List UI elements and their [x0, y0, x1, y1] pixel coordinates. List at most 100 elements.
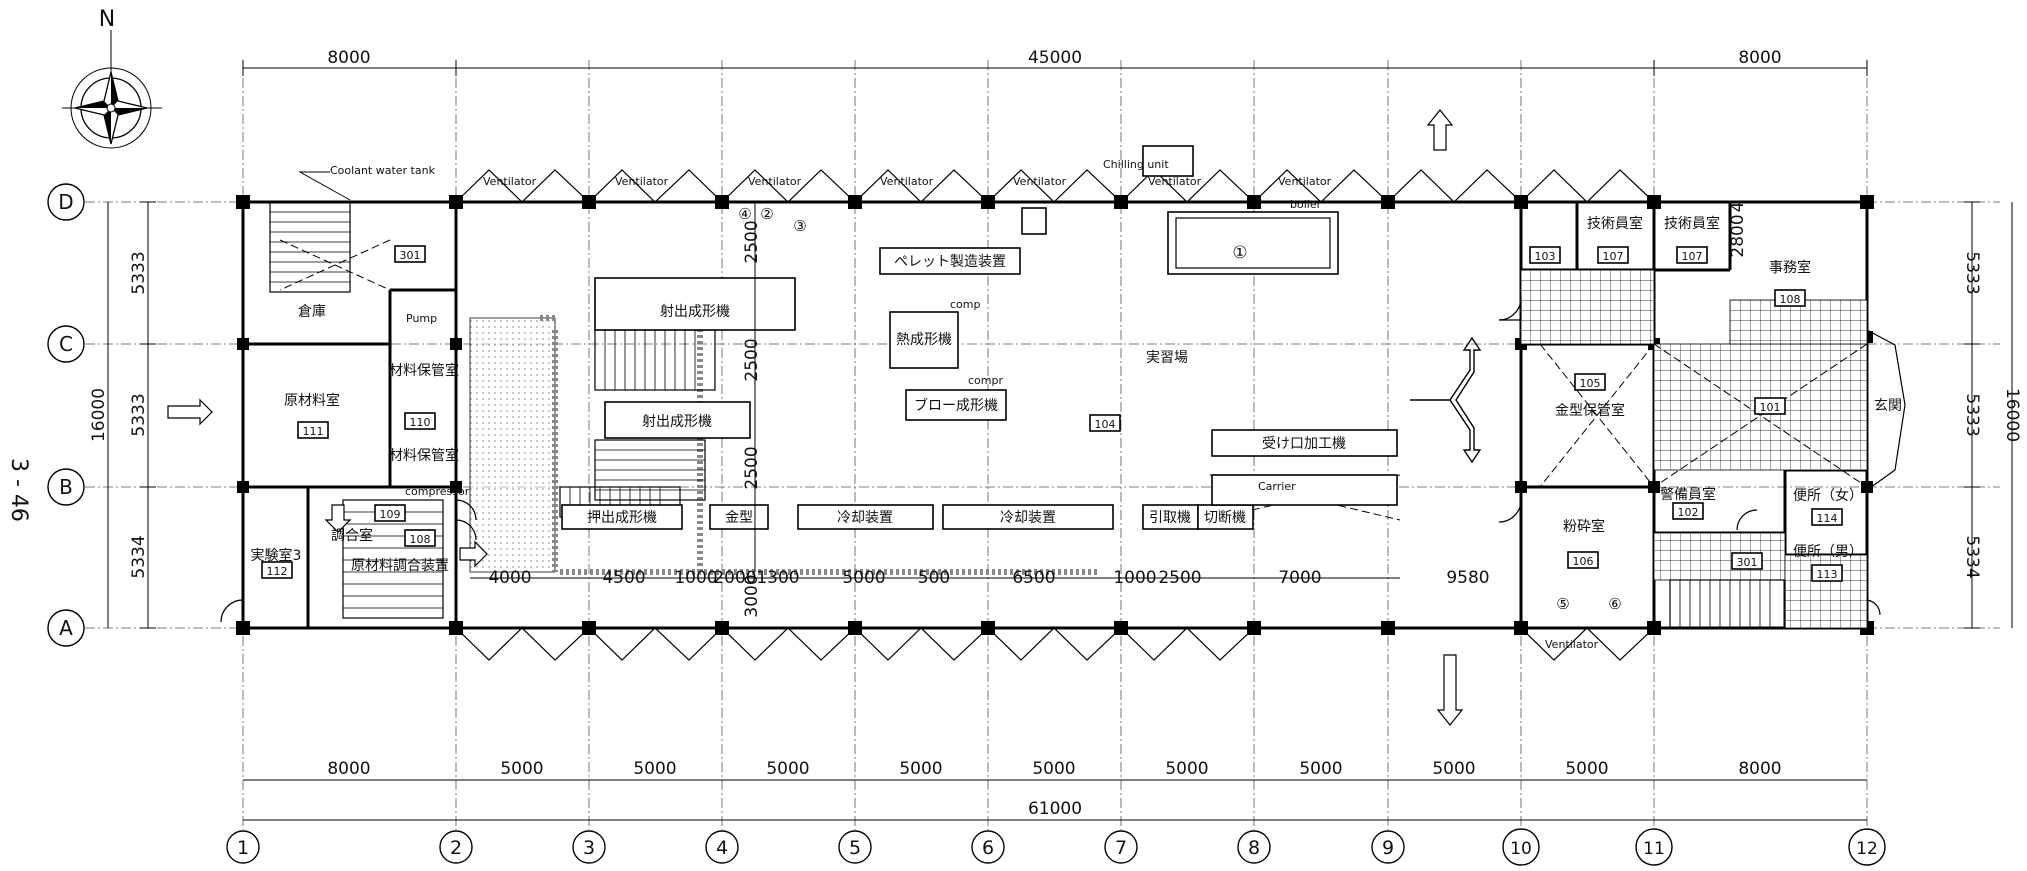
dim-left-total: 16000 [89, 388, 109, 442]
room-number-110: 110 [410, 416, 431, 429]
dim-bottom-8: 5000 [1299, 759, 1342, 779]
flow-arrows [167, 109, 1482, 726]
room-number-301b: 301 [1737, 556, 1758, 569]
chilling-unit-label: Chilling unit [1103, 158, 1169, 171]
thermoforming-machine-label: 熱成形機 [896, 332, 952, 348]
structural-columns [236, 195, 1874, 635]
ventilator-label-2: Ventilator [615, 175, 669, 188]
bottom-dimensions: 8000 5000 5000 5000 5000 5000 5000 5000 … [243, 759, 1867, 821]
row-axis-bubbles: D C B A [47, 183, 85, 647]
pellet-machine-label: ペレット製造装置 [894, 254, 1006, 270]
mold-block [709, 504, 769, 530]
markers: ① ② ③ ④ ⑤ ⑥ [738, 205, 1621, 613]
receiving-machine-label: 受け口加工機 [1262, 436, 1346, 452]
dim-office-small: 2800 [1728, 214, 1748, 257]
dim-left-2: 5333 [129, 393, 149, 436]
dim-right-3: 5334 [1962, 535, 1982, 578]
injection-machine-1-block [594, 277, 796, 331]
axis-row-d: D [58, 190, 73, 214]
dim-bottom-10: 5000 [1565, 759, 1608, 779]
dim-bottom-5: 5000 [899, 759, 942, 779]
dim-office-small-b: 4 [1728, 202, 1748, 213]
dim-bottom-1: 8000 [327, 759, 370, 779]
room-number-107b: 107 [1682, 250, 1703, 263]
dim-bottom-3: 5000 [633, 759, 676, 779]
axis-col-1: 1 [237, 837, 249, 859]
injection-machine-2-block [604, 401, 751, 439]
pump-label: Pump [406, 312, 437, 325]
extrusion-machine-label: 押出成形機 [587, 510, 657, 526]
ventilator-label-3: Ventilator [748, 175, 802, 188]
marker-6: ⑥ [1608, 595, 1621, 613]
dim-int-12: 9580 [1446, 568, 1489, 588]
axis-col-5: 5 [849, 837, 861, 859]
arrow-down-small-icon [324, 504, 352, 533]
dim-top-1: 8000 [327, 48, 370, 68]
dim-bottom-6: 5000 [1032, 759, 1075, 779]
cooling-unit-2-label: 冷却装置 [1000, 510, 1056, 526]
room-chogo: 調合室 [331, 527, 373, 544]
room-number-107a: 107 [1603, 250, 1624, 263]
room-kanagata: 金型保管室 [1555, 402, 1625, 419]
receiving-machine-block [1211, 429, 1398, 457]
doors [220, 297, 1881, 623]
axis-row-b: B [59, 475, 73, 499]
room-zairyo-2: 材料保管室 [389, 447, 459, 464]
axis-col-9: 9 [1382, 837, 1394, 859]
room-number-101: 101 [1760, 401, 1781, 414]
interior-dimensions: 4000 4500 1000 2000 1300 5000 500 6500 1… [470, 202, 1748, 618]
north-label: N [99, 7, 115, 32]
dim-int-7: 500 [918, 568, 950, 588]
room-genzairyo-chogo: 原材料調合装置 [351, 558, 449, 574]
dim-bottom-9: 5000 [1432, 759, 1475, 779]
axis-col-4: 4 [716, 837, 728, 859]
axis-col-3: 3 [583, 837, 595, 859]
room-number-301: 301 [400, 249, 421, 262]
room-number-113: 113 [1817, 568, 1838, 581]
dim-vert-2: 2500 [742, 338, 762, 381]
dim-int-9: 1000 [1113, 568, 1156, 588]
carrier-label: Carrier [1258, 480, 1296, 493]
dim-int-1: 4000 [488, 568, 531, 588]
dim-bottom-total: 61000 [1028, 799, 1082, 819]
top-dimensions: 8000 45000 8000 [242, 48, 1868, 76]
puller-block [1142, 504, 1199, 530]
arrow-split-icon [1410, 336, 1482, 464]
dim-left-1: 5333 [129, 251, 149, 294]
receiving-long-frame [1211, 474, 1398, 506]
arrow-in-icon [167, 398, 213, 426]
ventilator-label-5: Ventilator [1013, 175, 1067, 188]
right-dimensions: 5333 5333 5334 16000 [1962, 201, 2022, 629]
annotations: Coolant water tank Ventilator Ventilator… [298, 158, 1599, 651]
ventilator-label-1: Ventilator [483, 175, 537, 188]
room-souko: 倉庫 [298, 303, 326, 320]
axis-col-8: 8 [1248, 837, 1260, 859]
cooling-unit-1-block [797, 504, 934, 530]
cutter-label: 切断機 [1204, 510, 1246, 526]
axis-col-11: 11 [1643, 839, 1665, 859]
puller-label: 引取機 [1149, 510, 1191, 526]
room-number-111: 111 [303, 425, 324, 438]
arrow-down-icon [1436, 654, 1464, 726]
arrow-up-icon [1426, 109, 1454, 151]
equipment-blocks: 射出成形機 射出成形機 ペレット製造装置 熱成形機 ブロー成形機 押出成形機 金… [561, 145, 1398, 530]
comp-label-b: compr [968, 374, 1003, 387]
room-benjo-f: 便所（女） [1793, 487, 1863, 504]
axis-row-a: A [59, 616, 73, 640]
dim-int-6: 5000 [842, 568, 885, 588]
blow-molding-machine-label: ブロー成形機 [914, 397, 998, 414]
room-labels: 倉庫 原材料室 材料保管室 材料保管室 実験室3 調合室 原材料調合装置 実習場… [251, 215, 1902, 574]
arrow-right-small-icon [459, 540, 488, 568]
dim-vert-3: 2500 [742, 446, 762, 489]
marker-4: ④ [738, 205, 751, 223]
ventilator-label-4: Ventilator [880, 175, 934, 188]
axis-col-7: 7 [1115, 837, 1127, 859]
dim-int-5: 1300 [756, 568, 799, 588]
blow-molding-machine-block [905, 389, 1007, 421]
column-axis-bubbles: 1 2 3 4 5 6 7 8 9 10 11 12 [226, 828, 1886, 866]
compass: N [62, 7, 162, 149]
room-funsai: 粉砕室 [1563, 518, 1605, 535]
room-genzairyo: 原材料室 [284, 392, 340, 409]
chilling-unit-block [1142, 145, 1194, 177]
